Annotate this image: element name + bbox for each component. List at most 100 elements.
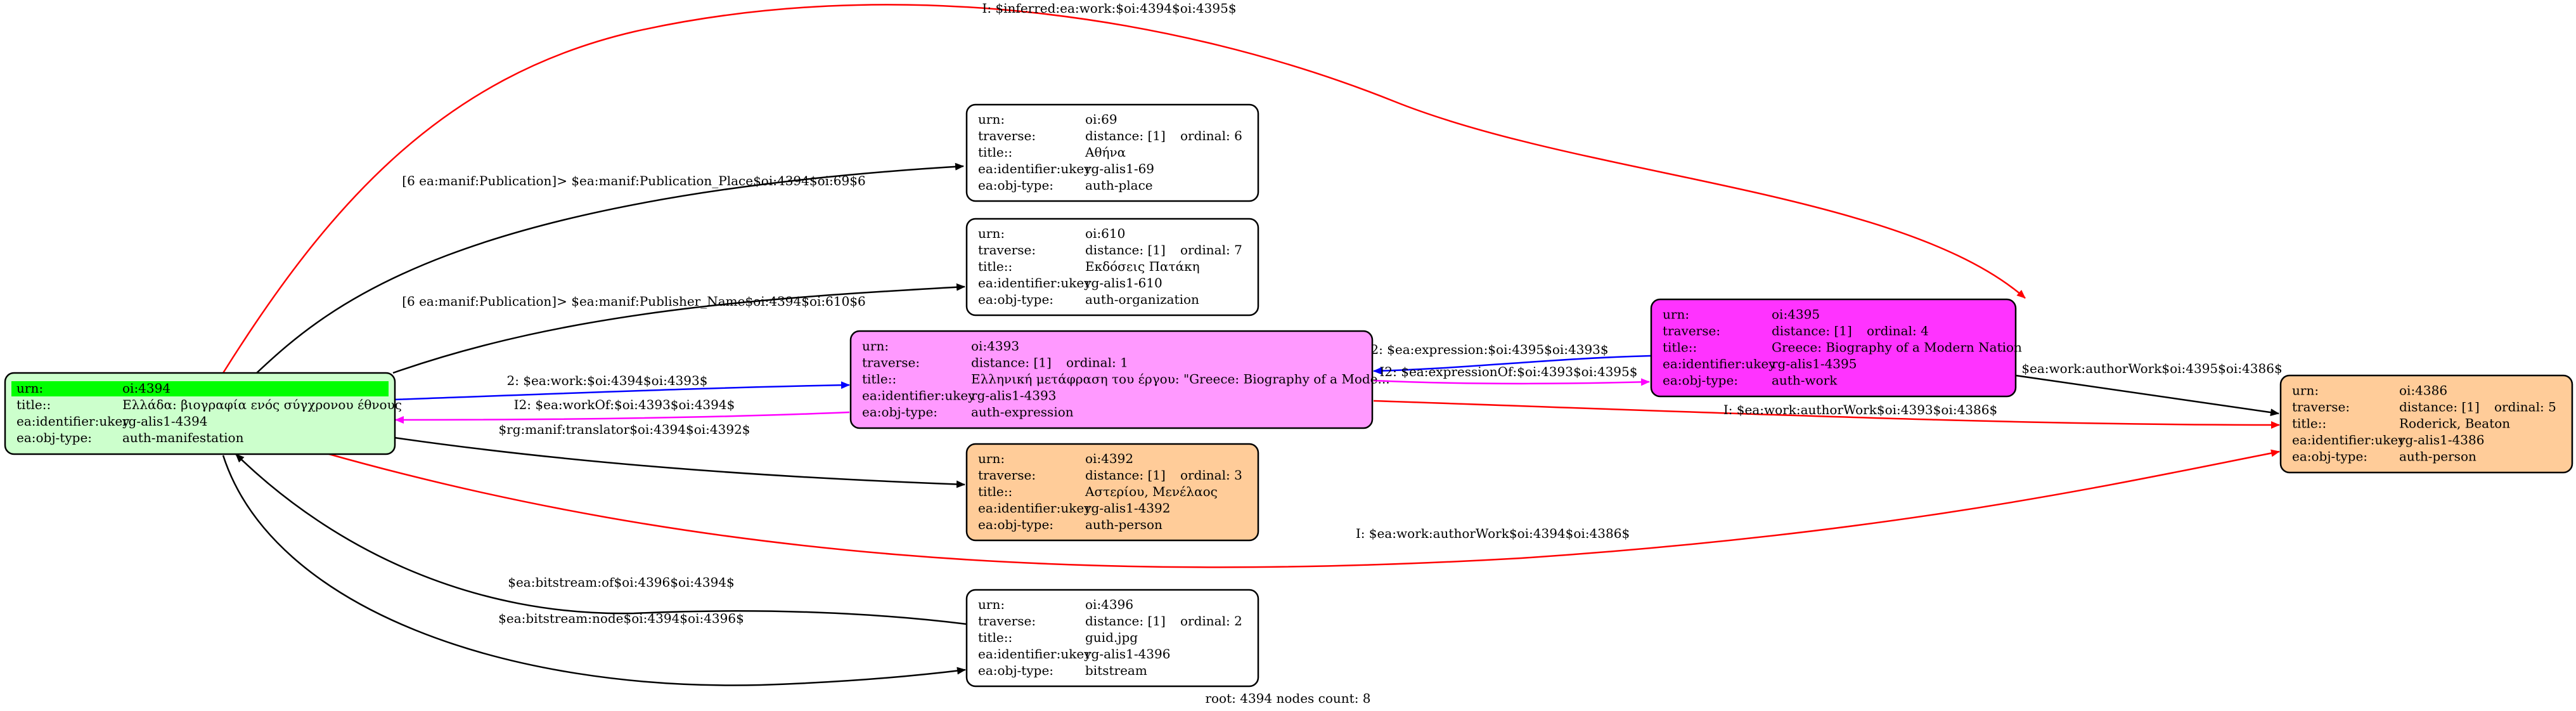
- edge-label: I2: $ea:expressionOf:$oi:4393$oi:4395$: [1380, 364, 1638, 379]
- node-box: [965, 103, 1259, 202]
- node-oi-4386[interactable]: urn: oi:4386 traverse: distance: [1] ordinal…: [2279, 374, 2573, 474]
- node-field-key: traverse:: [862, 355, 920, 370]
- node-field-value: distance: [1]: [1085, 467, 1166, 483]
- node-field-key: urn:: [978, 112, 1005, 127]
- node-field-key: title::: [2292, 416, 2326, 431]
- node-field-key: title::: [978, 259, 1012, 274]
- node-field-value: distance: [1]: [2399, 400, 2480, 415]
- node-box: [849, 330, 1374, 429]
- edge-label: $ea:bitstream:node$oi:4394$oi:4396$: [498, 611, 744, 626]
- node-field-key: title::: [16, 397, 51, 412]
- edge-label: [6 ea:manif:Publication]> $ea:manif:Publ…: [402, 294, 866, 309]
- node-field-key: ea:obj-type:: [978, 517, 1053, 532]
- node-field-value: bitstream: [1085, 663, 1147, 678]
- node-field-value: Greece: Biography of a Modern Nation: [1772, 340, 2022, 355]
- node-field-value: distance: [1]: [1085, 128, 1166, 143]
- node-box: [965, 443, 1259, 542]
- node-field-value: oi:4396: [1085, 597, 1133, 612]
- node-field-ordinal: ordinal: 5: [2494, 400, 2556, 415]
- edge-label: I2: $ea:workOf:$oi:4393$oi:4394$: [514, 397, 735, 412]
- node-field-key: urn:: [2292, 383, 2319, 398]
- node-field-key: ea:identifier:ukey: [862, 388, 976, 403]
- node-field-value: distance: [1]: [1772, 323, 1852, 339]
- edge-work: 2: $ea:work:$oi:4394$oi:4393$: [394, 373, 850, 401]
- node-field-value: auth-person: [1085, 517, 1162, 532]
- node-field-ordinal: ordinal: 2: [1180, 613, 1242, 629]
- node-field-value: rg-alis1-69: [1085, 161, 1154, 176]
- edge-expression: 2: $ea:expression:$oi:4395$oi:4393$: [1370, 342, 1651, 375]
- node-field-key: ea:identifier:ukey: [978, 646, 1092, 662]
- node-field-value: oi:4394: [122, 381, 171, 396]
- node-field-key: ea:obj-type:: [862, 405, 937, 420]
- node-field-ordinal: ordinal: 1: [1066, 355, 1128, 370]
- node-field-key: traverse:: [978, 613, 1036, 629]
- node-field-value: auth-person: [2399, 449, 2476, 464]
- node-field-value: distance: [1]: [971, 355, 1052, 370]
- node-field-key: traverse:: [978, 467, 1036, 483]
- node-field-ordinal: ordinal: 3: [1180, 467, 1242, 483]
- node-field-value: oi:4395: [1772, 307, 1820, 322]
- node-field-value: distance: [1]: [1085, 242, 1166, 258]
- node-field-value: Αστερίου, Μενέλαος: [1085, 484, 1218, 499]
- node-field-key: ea:obj-type:: [2292, 449, 2367, 464]
- node-field-key: traverse:: [978, 242, 1036, 258]
- node-field-key: traverse:: [978, 128, 1036, 143]
- node-field-key: ea:identifier:ukey: [1663, 356, 1776, 372]
- node-field-value: Roderick, Beaton: [2399, 416, 2510, 431]
- node-field-key: ea:identifier:ukey: [2292, 433, 2405, 448]
- node-box: [2279, 374, 2573, 474]
- edge-translator: $rg:manif:translator$oi:4394$oi:4392$: [394, 422, 965, 488]
- node-field-key: urn:: [16, 381, 43, 396]
- node-field-value: oi:4386: [2399, 383, 2447, 398]
- edge-label: 2: $ea:work:$oi:4394$oi:4393$: [507, 373, 708, 388]
- node-field-key: title::: [978, 630, 1012, 645]
- node-box: [965, 589, 1259, 688]
- node-field-value: Ελληνική μετάφραση του έργου: "Greece: B…: [971, 372, 1390, 387]
- edge-inferred-work: I: $inferred:ea:work:$oi:4394$oi:4395$: [222, 1, 2026, 374]
- node-field-key: title::: [1663, 340, 1697, 355]
- node-field-value: oi:610: [1085, 226, 1125, 241]
- node-field-ordinal: ordinal: 7: [1180, 242, 1242, 258]
- node-field-key: urn:: [978, 451, 1005, 466]
- edge-label: I: $inferred:ea:work:$oi:4394$oi:4395$: [982, 1, 1236, 16]
- node-field-key: title::: [978, 145, 1012, 160]
- edge-workof: I2: $ea:workOf:$oi:4393$oi:4394$: [395, 397, 850, 424]
- node-field-value: Αθήνα: [1085, 145, 1126, 160]
- node-field-key: ea:obj-type:: [978, 178, 1053, 193]
- node-field-key: ea:obj-type:: [1663, 373, 1738, 388]
- edge-publication-place: [6 ea:manif:Publication]> $ea:manif:Publ…: [256, 162, 964, 374]
- node-field-key: traverse:: [2292, 400, 2350, 415]
- node-field-key: ea:obj-type:: [16, 430, 92, 445]
- node-field-key: ea:identifier:ukey: [978, 161, 1092, 176]
- edge-label: $rg:manif:translator$oi:4394$oi:4392$: [498, 422, 750, 437]
- node-field-value: oi:69: [1085, 112, 1117, 127]
- node-field-value: auth-expression: [971, 405, 1074, 420]
- node-field-value: rg-alis1-4393: [971, 388, 1056, 403]
- edge-bitstream-node: $ea:bitstream:node$oi:4394$oi:4396$: [222, 455, 966, 686]
- node-field-value: rg-alis1-4396: [1085, 646, 1170, 662]
- edge-publisher-name: [6 ea:manif:Publication]> $ea:manif:Publ…: [392, 283, 965, 374]
- node-field-key: title::: [978, 484, 1012, 499]
- edge-label: I: $ea:work:authorWork$oi:4394$oi:4386$: [1356, 526, 1630, 541]
- node-field-key: title::: [862, 372, 896, 387]
- footer-summary: root: 4394 nodes count: 8: [1205, 691, 1370, 706]
- edge-authorwork-4393: I: $ea:work:authorWork$oi:4393$oi:4386$: [1373, 400, 2280, 429]
- node-field-key: urn:: [978, 597, 1005, 612]
- node-field-value: Ελλάδα: βιογραφία ενός σύγχρονου έθνους: [122, 397, 402, 412]
- node-header-highlight: [11, 381, 389, 396]
- edge-authorwork-4394: I: $ea:work:authorWork$oi:4394$oi:4386$: [324, 449, 2280, 568]
- edge-label: $ea:bitstream:of$oi:4396$oi:4394$: [508, 575, 735, 590]
- node-field-key: ea:obj-type:: [978, 292, 1053, 307]
- node-field-value: guid.jpg: [1085, 630, 1138, 645]
- edge-label: I: $ea:work:authorWork$oi:4393$oi:4386$: [1723, 402, 1997, 417]
- edge-label: 2: $ea:expression:$oi:4395$oi:4393$: [1370, 342, 1608, 357]
- node-field-key: urn:: [1663, 307, 1689, 322]
